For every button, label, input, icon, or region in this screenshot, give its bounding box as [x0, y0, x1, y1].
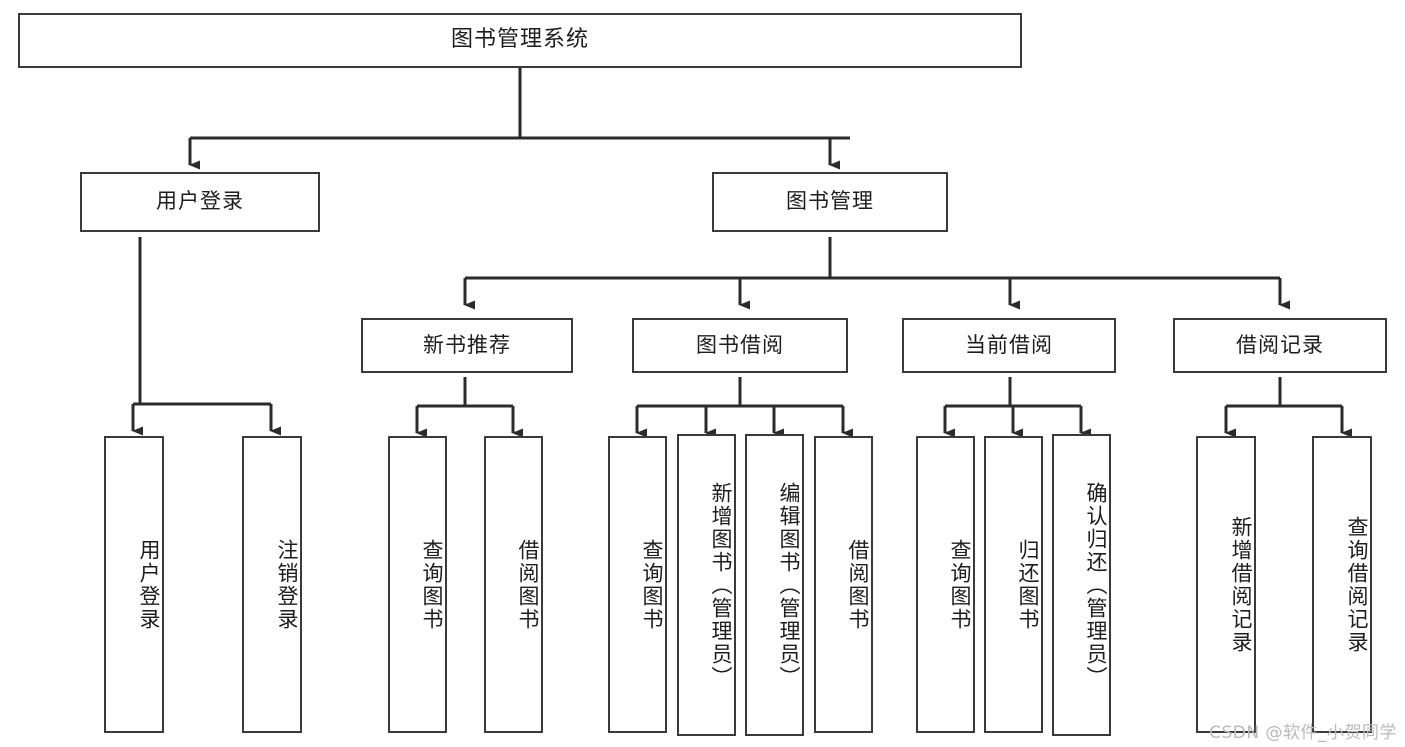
leaf-confirm-return-admin[interactable]: 确认归还（管理员） — [1052, 434, 1111, 736]
node-book-borrow[interactable]: 图书借阅 — [632, 318, 848, 373]
leaf-user-login[interactable]: 用户登录 — [104, 436, 164, 733]
leaf-query-book-current[interactable]: 查询图书 — [916, 436, 975, 733]
leaf-query-book-borrow[interactable]: 查询图书 — [608, 436, 667, 733]
leaf-user-logout[interactable]: 注销登录 — [242, 436, 302, 733]
node-user-login[interactable]: 用户登录 — [80, 172, 320, 232]
leaf-query-borrow-record[interactable]: 查询借阅记录 — [1312, 436, 1372, 733]
node-current-borrow[interactable]: 当前借阅 — [902, 318, 1116, 373]
node-book-manage[interactable]: 图书管理 — [712, 172, 948, 232]
leaf-borrow-book[interactable]: 借阅图书 — [814, 436, 873, 733]
leaf-edit-book-admin[interactable]: 编辑图书（管理员） — [745, 434, 804, 736]
node-new-book-recommend[interactable]: 新书推荐 — [361, 318, 573, 373]
leaf-add-book-admin[interactable]: 新增图书（管理员） — [677, 434, 736, 736]
leaf-return-book[interactable]: 归还图书 — [984, 436, 1043, 733]
leaf-add-borrow-record[interactable]: 新增借阅记录 — [1196, 436, 1256, 733]
node-borrow-record[interactable]: 借阅记录 — [1173, 318, 1387, 373]
node-root-system[interactable]: 图书管理系统 — [18, 13, 1022, 68]
leaf-borrow-book-recommend[interactable]: 借阅图书 — [484, 436, 543, 733]
leaf-query-book-recommend[interactable]: 查询图书 — [388, 436, 447, 733]
